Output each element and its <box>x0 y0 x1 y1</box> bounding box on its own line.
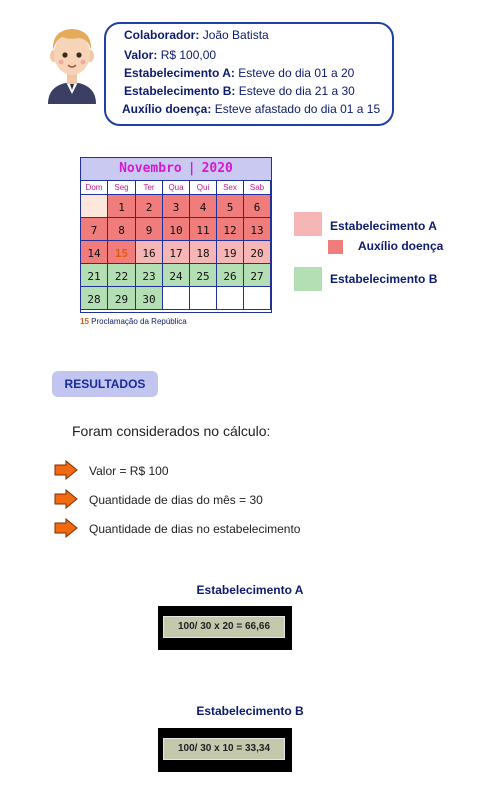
calendar-day: 15 <box>108 241 136 264</box>
calc-title-estab-a: Estabelecimento A <box>196 583 304 597</box>
calendar-day: 20 <box>244 241 271 264</box>
bullet-valor: Valor = R$ 100 <box>89 464 169 478</box>
calendar-day: 22 <box>108 264 136 287</box>
estab-b-value: Esteve do dia 21 a 30 <box>238 84 355 98</box>
colaborador-label: Colaborador: <box>124 28 200 42</box>
calc-title-estab-b: Estabelecimento B <box>196 704 304 718</box>
calendar-empty-cell <box>81 195 108 218</box>
valor-label: Valor: <box>124 48 158 62</box>
calendar-day: 26 <box>217 264 244 287</box>
calendar-day: 28 <box>81 287 108 310</box>
calendar-day: 6 <box>244 195 271 218</box>
colaborador-line: Colaborador: João Batista <box>124 28 269 42</box>
estab-a-label: Estabelecimento A: <box>124 66 235 80</box>
estab-b-label: Estabelecimento B: <box>124 84 236 98</box>
calendar-separator: | <box>187 161 196 176</box>
results-intro: Foram considerados no cálculo: <box>72 423 271 439</box>
auxilio-value: Esteve afastado do dia 01 a 15 <box>214 102 381 116</box>
legend-swatch-auxilio <box>328 240 343 254</box>
calendar-empty-cell <box>163 287 190 310</box>
results-badge: RESULTADOS <box>52 371 158 397</box>
holiday-text: Proclamação da República <box>91 317 187 326</box>
calendar-day: 2 <box>136 195 163 218</box>
calc-box-estab-a: 100/ 30 x 20 = 66,66 <box>158 606 292 650</box>
employee-avatar-icon <box>48 29 96 104</box>
calendar-day: 1 <box>108 195 136 218</box>
calendar-day: 27 <box>244 264 271 287</box>
weekday-header: Ter <box>136 181 163 195</box>
employee-info-card: Colaborador: João Batista Valor: R$ 100,… <box>104 22 394 126</box>
valor-value: R$ 100,00 <box>160 48 217 62</box>
calendar-day: 17 <box>163 241 190 264</box>
auxilio-line: Auxílio doença: Esteve afastado do dia 0… <box>122 102 380 116</box>
calendar-day: 7 <box>81 218 108 241</box>
weekday-header: Qui <box>190 181 217 195</box>
calendar-day: 30 <box>136 287 163 310</box>
calc-box-estab-b: 100/ 30 x 10 = 33,34 <box>158 728 292 772</box>
calendar-year: 2020 <box>201 161 233 176</box>
calendar-day: 25 <box>190 264 217 287</box>
estab-a-value: Esteve do dia 01 a 20 <box>238 66 355 80</box>
calendar-day: 18 <box>190 241 217 264</box>
calendar-empty-cell <box>217 287 244 310</box>
legend-label-estab-a: Estabelecimento A <box>330 219 437 233</box>
calendar-day: 23 <box>136 264 163 287</box>
calendar-day: 21 <box>81 264 108 287</box>
auxilio-label: Auxílio doença: <box>122 102 212 116</box>
weekday-header: Dom <box>81 181 108 195</box>
legend-label-auxilio: Auxílio doença <box>358 239 444 253</box>
calendar-empty-cell <box>244 287 271 310</box>
bullet-dias-estab: Quantidade de dias no estabelecimento <box>89 522 301 536</box>
valor-line: Valor: R$ 100,00 <box>124 48 216 62</box>
weekday-header: Sex <box>217 181 244 195</box>
calendar-day: 3 <box>163 195 190 218</box>
calendar-day: 14 <box>81 241 108 264</box>
arrow-right-icon <box>54 489 78 509</box>
calendar-day: 13 <box>244 218 271 241</box>
weekday-header: Qua <box>163 181 190 195</box>
weekday-header: Seg <box>108 181 136 195</box>
legend-swatch-estab-b <box>294 267 322 291</box>
legend-label-estab-b: Estabelecimento B <box>330 272 438 286</box>
calendar-day: 11 <box>190 218 217 241</box>
weekday-header: Sab <box>244 181 271 195</box>
holiday-note: 15 Proclamação da República <box>80 317 187 326</box>
colaborador-value: João Batista <box>202 28 269 42</box>
calendar-day: 29 <box>108 287 136 310</box>
estab-b-line: Estabelecimento B: Esteve do dia 21 a 30 <box>124 84 355 98</box>
legend-swatch-estab-a <box>294 212 322 236</box>
calendar-day: 24 <box>163 264 190 287</box>
calendar-day: 4 <box>190 195 217 218</box>
arrow-right-icon <box>54 518 78 538</box>
estab-a-line: Estabelecimento A: Esteve do dia 01 a 20 <box>124 66 354 80</box>
calendar-day: 10 <box>163 218 190 241</box>
calendar-day: 5 <box>217 195 244 218</box>
calendar-header: Novembro | 2020 <box>81 158 271 181</box>
calendar-month: Novembro <box>119 161 182 176</box>
calendar-day: 8 <box>108 218 136 241</box>
calendar-day: 16 <box>136 241 163 264</box>
calc-formula-estab-b: 100/ 30 x 10 = 33,34 <box>163 738 285 760</box>
calendar-day: 12 <box>217 218 244 241</box>
calendar-day: 19 <box>217 241 244 264</box>
holiday-number: 15 <box>80 317 89 326</box>
calc-formula-estab-a: 100/ 30 x 20 = 66,66 <box>163 616 285 638</box>
arrow-right-icon <box>54 460 78 480</box>
bullet-dias-mes: Quantidade de dias do mês = 30 <box>89 493 263 507</box>
calendar-day: 9 <box>136 218 163 241</box>
calendar-empty-cell <box>190 287 217 310</box>
